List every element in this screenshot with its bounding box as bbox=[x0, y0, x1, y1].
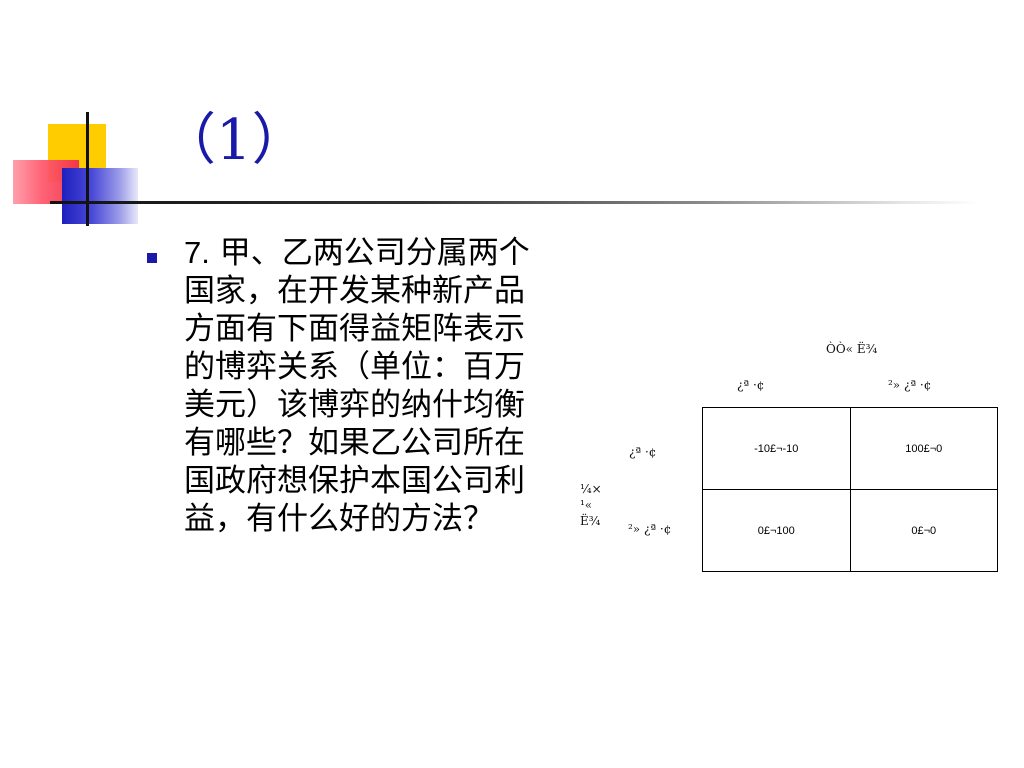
matrix-col-label-1: ¿ª ·¢ bbox=[737, 378, 765, 392]
matrix-col-label-2: ²» ¿ª ·¢ bbox=[888, 378, 932, 392]
matrix-player-b-label: ÒÒ« Ë¾ bbox=[826, 342, 878, 356]
decor-blue-square bbox=[62, 168, 138, 224]
matrix-player-a-line-2: ¹« bbox=[580, 498, 593, 512]
matrix-cell-1-2: 100£¬0 bbox=[849, 407, 998, 490]
matrix-row-2: 0£¬100 0£¬0 bbox=[702, 489, 998, 572]
matrix-player-a-line-3: Ë¾ bbox=[580, 514, 601, 528]
question-body: 甲、乙两公司分属两个国家，在开发某种新产品方面有下面得益矩阵表示的博弈关系（单位… bbox=[184, 235, 530, 537]
question-number: 7. bbox=[184, 235, 210, 270]
title-underline bbox=[50, 201, 980, 204]
bullet-square-icon bbox=[147, 253, 157, 263]
matrix-row-1: -10£¬-10 100£¬0 bbox=[702, 407, 998, 490]
payoff-matrix: -10£¬-10 100£¬0 0£¬100 0£¬0 bbox=[702, 407, 998, 572]
matrix-cell-2-1: 0£¬100 bbox=[702, 489, 851, 572]
question-text: 7. 甲、乙两公司分属两个国家，在开发某种新产品方面有下面得益矩阵表示的博弈关系… bbox=[184, 234, 544, 538]
matrix-row-label-1: ¿ª ·¢ bbox=[629, 445, 657, 459]
matrix-cell-2-2: 0£¬0 bbox=[849, 489, 998, 572]
decor-vertical-line bbox=[86, 112, 89, 226]
matrix-player-a-label: ¼× ¹« Ë¾ bbox=[580, 481, 610, 529]
matrix-row-label-2: ²» ¿ª ·¢ bbox=[628, 522, 672, 536]
slide-title: （1） bbox=[160, 108, 308, 173]
matrix-cell-1-1: -10£¬-10 bbox=[702, 407, 851, 490]
matrix-player-a-line-1: ¼× bbox=[580, 482, 602, 496]
